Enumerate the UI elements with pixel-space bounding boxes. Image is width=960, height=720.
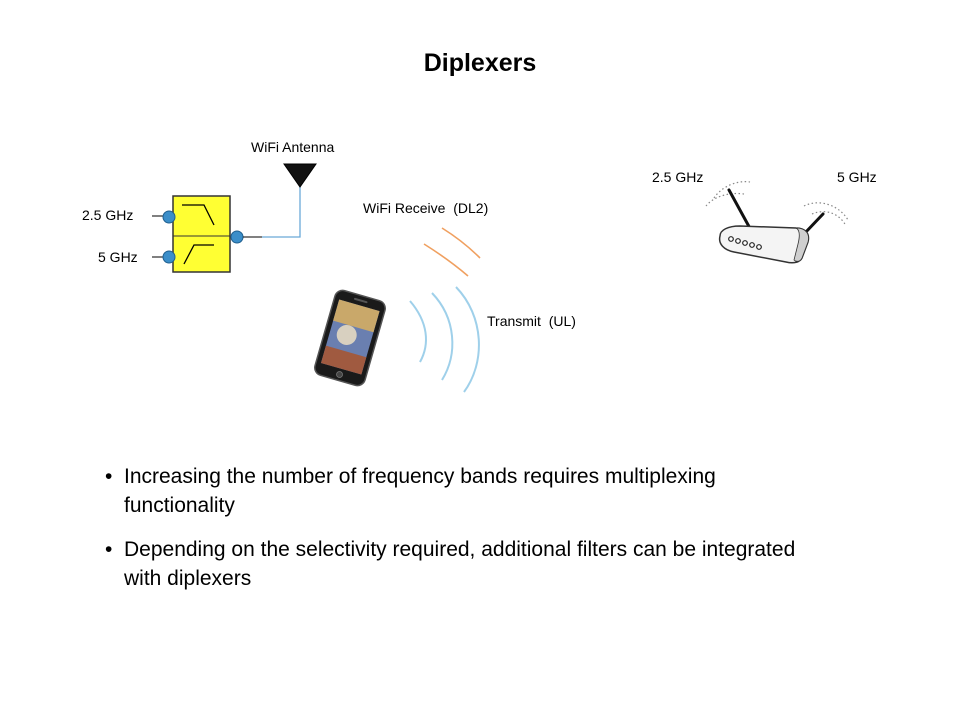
phone-screen-art-1: [333, 299, 380, 333]
common-port: [230, 230, 244, 244]
antenna-feed-line: [262, 185, 301, 238]
router-right-band-label: 5 GHz: [837, 169, 877, 185]
phone-home-button: [336, 371, 343, 378]
receive-waves: [423, 227, 481, 277]
diplexer-box: [172, 195, 231, 273]
receive-wave-2: [423, 243, 469, 277]
bullet-item: Increasing the number of frequency bands…: [105, 462, 865, 520]
router-left-antenna: [727, 188, 754, 234]
router-status-leds: [728, 236, 762, 250]
router-icon: [705, 181, 849, 264]
receive-wave-1: [441, 227, 481, 259]
lowpass-filter-symbol: [182, 204, 215, 226]
router-body-shade: [793, 227, 809, 262]
transmit-wave-3: [455, 286, 480, 393]
router-left-signal: [705, 181, 751, 207]
transmit-wave-1: [409, 300, 427, 363]
bullet-list: Increasing the number of frequency bands…: [105, 462, 865, 608]
diplexer-diagram: 2.5 GHz 5 GHz WiFi Antenna WiFi Receive …: [82, 139, 877, 393]
low-band-port: [162, 210, 176, 224]
router-right-antenna: [802, 212, 825, 236]
receive-label: WiFi Receive (DL2): [363, 200, 488, 216]
low-band-label: 2.5 GHz: [82, 207, 133, 223]
slide-title: Diplexers: [423, 49, 537, 77]
antenna-element: [283, 163, 317, 188]
bullet-text: Increasing the number of frequency bands…: [124, 465, 716, 517]
high-band-port: [162, 250, 176, 264]
high-band-label: 5 GHz: [98, 249, 138, 265]
phone-screen-art-2: [336, 324, 357, 345]
antenna-icon: [262, 163, 317, 238]
router-left-band-label: 2.5 GHz: [652, 169, 703, 185]
antenna-label: WiFi Antenna: [251, 139, 334, 155]
diplexer-block: [152, 195, 262, 273]
router-right-signal: [803, 202, 849, 227]
bullet-text: Depending on the selectivity required, a…: [124, 538, 796, 590]
phone-screen-art-3: [320, 345, 367, 375]
highpass-filter-symbol: [183, 244, 214, 265]
transmit-wave-2: [431, 292, 454, 381]
transmit-label: Transmit (UL): [487, 313, 576, 329]
bullet-item: Depending on the selectivity required, a…: [105, 535, 865, 593]
smartphone-icon: [314, 289, 386, 387]
phone-speaker: [353, 297, 368, 304]
transmit-waves: [409, 286, 480, 393]
